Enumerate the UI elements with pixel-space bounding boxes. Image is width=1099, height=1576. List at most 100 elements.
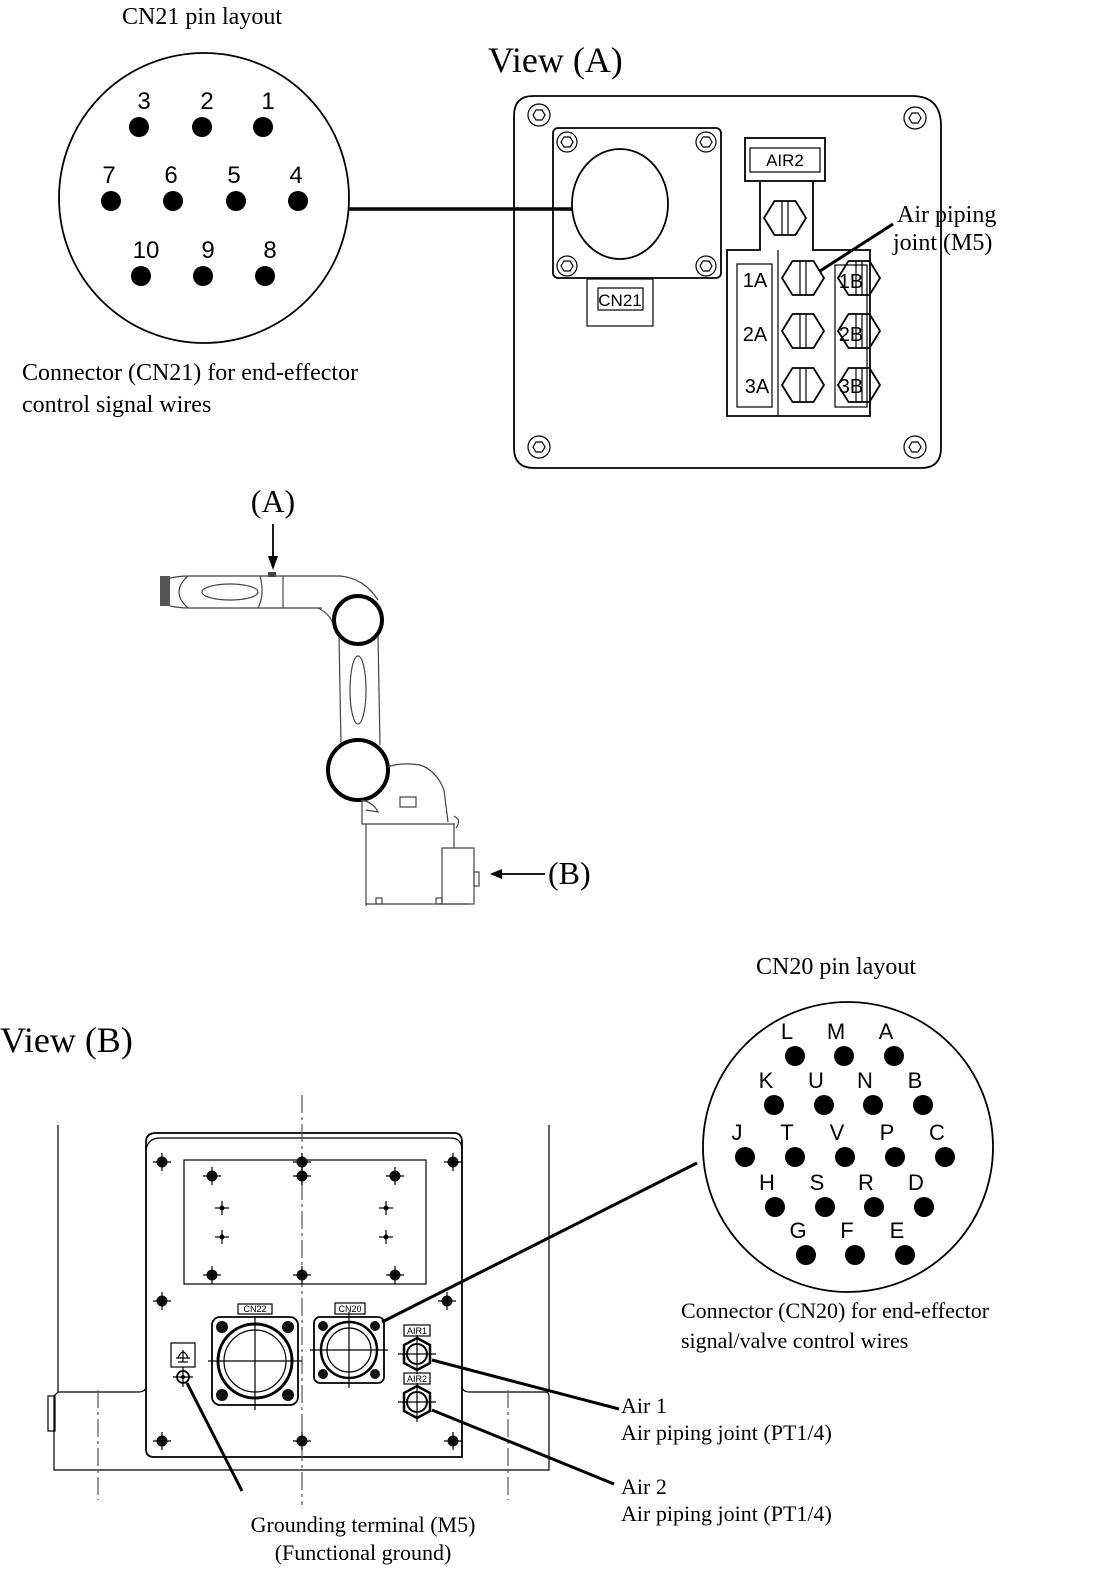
air2-label: AIR2 <box>766 151 804 170</box>
base-footer <box>53 1385 550 1471</box>
screw-icon <box>695 255 717 277</box>
cn21-label-box <box>597 287 644 311</box>
cn21-pin <box>101 191 121 211</box>
cn20-pin-label: P <box>880 1120 895 1145</box>
cn21-connector-face <box>58 52 350 344</box>
cn21-pin <box>253 117 273 137</box>
port-labels-right-box <box>834 264 868 408</box>
upper-arm-cover <box>349 655 367 725</box>
cn21-label-tab <box>586 278 654 327</box>
panel-bolts <box>153 1153 462 1450</box>
cn20-pin <box>864 1197 884 1217</box>
air2-label-box <box>749 147 821 173</box>
screw-icon <box>527 103 551 127</box>
bolt-icon <box>153 1153 171 1171</box>
side-tab <box>47 1395 56 1432</box>
cn21-pin <box>193 266 213 286</box>
cn20-pin-label: B <box>908 1068 923 1093</box>
cn21-pin-label: 5 <box>227 162 240 189</box>
upper-arm-right <box>377 635 381 746</box>
bolt-icon <box>438 1292 456 1310</box>
port-label-1b: 1B <box>839 271 863 293</box>
ground-callout-line1: Grounding terminal (M5) <box>251 1512 476 1537</box>
air-piping-joint-icon <box>780 260 826 296</box>
cn21-pin <box>129 117 149 137</box>
port-label-1a: 1A <box>743 270 768 292</box>
screw-icon <box>556 255 578 277</box>
cn20-pin <box>815 1197 835 1217</box>
air-piping-joint-icon <box>780 367 826 403</box>
base-top <box>387 763 449 823</box>
cn20-pin-label: D <box>908 1170 924 1195</box>
cn21-pin <box>288 191 308 211</box>
cn20-pin-label: E <box>890 1218 905 1243</box>
hole-icon <box>379 1201 393 1215</box>
forearm-cover <box>201 583 259 601</box>
cn20-pin <box>835 1147 855 1167</box>
screw-icon <box>556 131 578 153</box>
view-a-plate <box>513 95 942 469</box>
air2-callout-line1: Air 2 <box>621 1474 667 1499</box>
port-labels-left-box <box>736 263 773 408</box>
forearm-end-cap <box>178 575 189 609</box>
air1-callout-line2: Air piping joint (PT1/4) <box>621 1420 832 1445</box>
base-shoulder-line <box>361 800 455 825</box>
view-b-panel <box>145 1132 463 1458</box>
cn21-caption-line2: control signal wires <box>22 392 211 418</box>
bolt-icon <box>203 1167 221 1185</box>
forearm-bottom <box>169 605 322 609</box>
bolt-icon <box>153 1292 171 1310</box>
cn20-caption-line2: signal/valve control wires <box>681 1328 908 1353</box>
ground-icon <box>176 1350 190 1363</box>
cn20-pin <box>935 1147 955 1167</box>
arrow-a-head-icon <box>268 556 278 570</box>
screw-icon <box>527 435 551 459</box>
cn20-pin <box>785 1046 805 1066</box>
air-joint-leader-line <box>819 222 894 273</box>
cn21-housing <box>552 127 722 279</box>
cn20-pin <box>895 1245 915 1265</box>
port-label-3b: 3B <box>839 376 863 398</box>
cn20-pin-label: H <box>759 1170 775 1195</box>
view-a-title: View (A) <box>488 40 623 80</box>
cn20-caption-line1: Connector (CN20) for end-effector <box>681 1298 990 1323</box>
end-flange <box>160 576 170 606</box>
cn21-pin-label: 4 <box>289 162 302 189</box>
bolt-icon <box>386 1266 404 1284</box>
cn20-pin <box>735 1147 755 1167</box>
plate-screws <box>527 103 927 459</box>
cn21-pin-label: 8 <box>263 237 276 264</box>
air-piping-joints <box>762 200 882 403</box>
cn20-pin-label: G <box>789 1218 806 1243</box>
view-a: View (A) CN21 AIR2 1A 2A 3A 1 <box>488 40 996 469</box>
air-piping-joint-icon <box>780 313 826 349</box>
cn20-pin-label: V <box>830 1120 845 1145</box>
cn21-pin-label: 3 <box>137 88 150 115</box>
bolt-icon <box>293 1153 311 1171</box>
air-piping-joint-icon <box>836 260 882 296</box>
bolt-icon <box>203 1266 221 1284</box>
cn20-pin-label: F <box>840 1218 853 1243</box>
air2-tag: AIR2 <box>407 1374 427 1384</box>
port-label-2b: 2B <box>839 324 863 346</box>
air1-tag: AIR1 <box>407 1326 427 1336</box>
cn21-pin-label: 7 <box>102 162 115 189</box>
screw-icon <box>903 106 927 130</box>
cn21-label: CN21 <box>598 291 641 310</box>
cn21-pin-label: 6 <box>164 162 177 189</box>
cn20-leader-line <box>381 1161 698 1324</box>
bolt-icon <box>293 1167 311 1185</box>
view-b: View (B) CN22 CN20 <box>0 1020 832 1565</box>
cn20-pin-label: S <box>810 1170 825 1195</box>
bolt-icon <box>444 1153 462 1171</box>
cn20-pin <box>884 1046 904 1066</box>
cn21-pin-label: 2 <box>200 88 213 115</box>
air-joint-callout-line1: Air piping <box>897 202 996 228</box>
air-piping-joint-icon <box>836 367 882 403</box>
cn20-pin <box>785 1147 805 1167</box>
cn20-pin-label: J <box>732 1120 743 1145</box>
cn21-pin <box>226 191 246 211</box>
